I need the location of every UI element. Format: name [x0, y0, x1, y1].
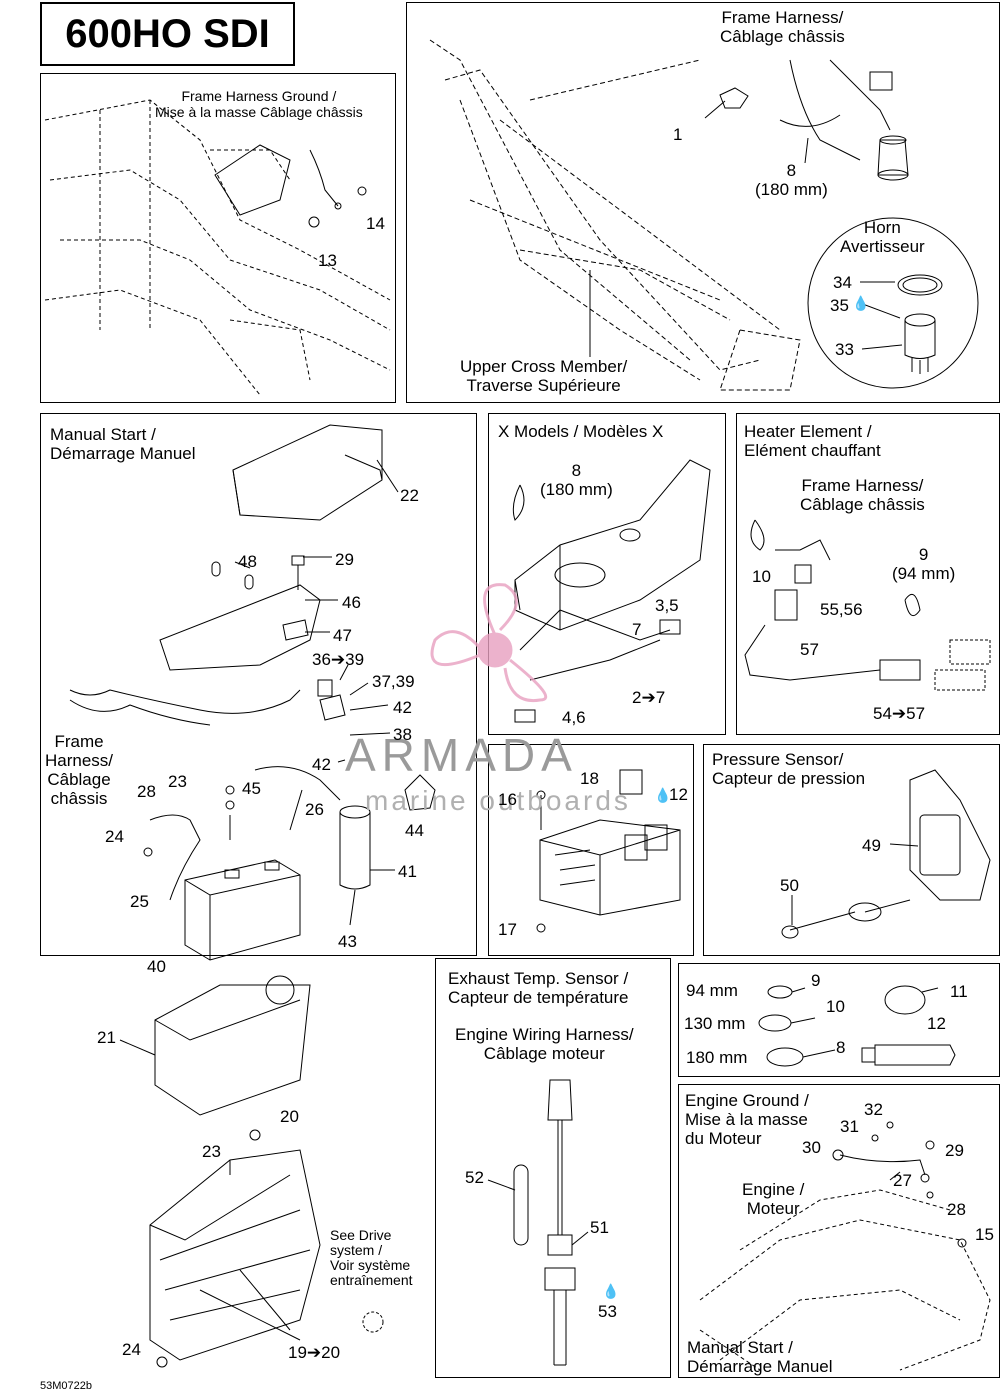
tie-180mm-label: 180 mm — [686, 1048, 748, 1067]
exhaust-part-51: 51 — [590, 1218, 609, 1237]
frame-harness-label: Frame Harness/ Câblage châssis — [720, 8, 845, 46]
part-25: 25 — [130, 892, 149, 911]
watermark-tagline: marine outboards — [365, 785, 631, 816]
engine-manual-start-label: Manual Start / Démarrage Manuel — [687, 1338, 833, 1376]
heater-frame-harness-label: Frame Harness/ Câblage châssis — [800, 476, 925, 514]
pressure-part-50: 50 — [780, 876, 799, 895]
tie-94mm-label: 94 mm — [686, 981, 738, 1000]
manual-start-label: Manual Start / Démarrage Manuel — [50, 425, 196, 463]
frame-ground-label: Frame Harness Ground / Mise à la masse C… — [155, 88, 363, 120]
watermark-logo-drawing — [430, 583, 548, 703]
tie-part-12: 12 — [927, 1014, 946, 1033]
doc-code: 53M0722b — [40, 1380, 92, 1392]
upper-cross-member-label: Upper Cross Member/ Traverse Supérieure — [460, 357, 628, 395]
panel-manual-start — [40, 413, 477, 956]
eg-part-27: 27 — [893, 1171, 912, 1190]
horn-label: Horn Avertisseur — [840, 218, 925, 256]
heater-part-55-56: 55,56 — [820, 600, 863, 619]
part-38: 38 — [393, 725, 412, 744]
drop-icon-fuse: 💧 — [654, 787, 672, 803]
eg-part-28: 28 — [947, 1200, 966, 1219]
eg-part-32: 32 — [864, 1100, 883, 1119]
x-part-4-6: 4,6 — [562, 708, 586, 727]
heater-part-9: 9 (94 mm) — [892, 545, 956, 583]
panel-pressure — [703, 744, 1000, 956]
engine-ground-label: Engine Ground / Mise à la masse du Moteu… — [685, 1091, 809, 1148]
part-24b: 24 — [122, 1340, 141, 1359]
panel-frame-ground — [40, 73, 396, 403]
part-22: 22 — [400, 486, 419, 505]
frame-harness-side-label: Frame Harness/ Câblage châssis — [45, 732, 114, 808]
part-37-39: 37,39 — [372, 672, 415, 691]
part-26: 26 — [305, 800, 324, 819]
part-33: 33 — [835, 340, 854, 359]
panel-exhaust — [435, 958, 671, 1378]
fuse-part-17: 17 — [498, 920, 517, 939]
part-14: 14 — [366, 214, 385, 233]
part-36-39: 36➔39 — [312, 650, 365, 669]
part-20: 20 — [280, 1107, 299, 1126]
part-46: 46 — [342, 593, 361, 612]
pressure-label: Pressure Sensor/ Capteur de pression — [712, 750, 866, 788]
watermark-brand: ARMADA — [345, 729, 578, 781]
x-part-2-7: 2➔7 — [632, 688, 666, 707]
part-13: 13 — [318, 251, 337, 270]
part-23b: 23 — [202, 1142, 221, 1161]
eg-part-31: 31 — [840, 1117, 859, 1136]
panel-x-models — [488, 413, 726, 735]
eg-part-29: 29 — [945, 1141, 964, 1160]
part-44: 44 — [405, 821, 424, 840]
eg-part-15: 15 — [975, 1225, 994, 1244]
heater-part-57: 57 — [800, 640, 819, 659]
part-21: 21 — [97, 1028, 116, 1047]
eg-part-30: 30 — [802, 1138, 821, 1157]
x-models-label: X Models / Modèles X — [498, 422, 664, 441]
x-part-3-5: 3,5 — [655, 596, 679, 615]
exhaust-label: Exhaust Temp. Sensor / Capteur de tempér… — [448, 969, 629, 1007]
part-1: 1 — [673, 125, 683, 144]
engine-label: Engine / Moteur — [742, 1180, 805, 1218]
drop-icon-exhaust: 💧 — [602, 1283, 620, 1299]
part-42a: 42 — [393, 698, 412, 717]
tie-part-8: 8 — [836, 1038, 846, 1057]
part-34: 34 — [833, 273, 852, 292]
heater-part-10: 10 — [752, 567, 771, 586]
x-part-7: 7 — [632, 620, 642, 639]
part-40: 40 — [147, 957, 166, 976]
part-42b: 42 — [312, 755, 331, 774]
panel-heater — [736, 413, 1000, 735]
tie-part-10: 10 — [826, 997, 845, 1016]
part-47: 47 — [333, 626, 352, 645]
tie-part-9: 9 — [811, 971, 821, 990]
exhaust-part-52: 52 — [465, 1168, 484, 1187]
part-29: 29 — [335, 550, 354, 569]
heater-part-54-57: 54➔57 — [873, 704, 926, 723]
drop-icon: 💧 — [852, 295, 870, 311]
fuse-part-18: 18 — [580, 769, 599, 788]
part-48: 48 — [238, 552, 257, 571]
page-title: 600HO SDI — [40, 2, 295, 66]
part-35: 35 — [830, 296, 849, 315]
tie-part-11: 11 — [950, 982, 968, 1001]
see-drive-label: See Drive system / Voir système entraîne… — [330, 1227, 413, 1288]
pressure-part-49: 49 — [862, 836, 881, 855]
panel-ties — [678, 963, 1000, 1077]
part-28: 28 — [137, 782, 156, 801]
x-part-8: 8 (180 mm) — [540, 461, 613, 499]
fuse-part-16: 16 — [498, 790, 517, 809]
engine-wiring-harness-label: Engine Wiring Harness/ Câblage moteur — [455, 1025, 634, 1063]
tie-130mm-label: 130 mm — [684, 1014, 746, 1033]
part-24a: 24 — [105, 827, 124, 846]
part-8-180mm: 8 (180 mm) — [755, 161, 828, 199]
part-19-20: 19➔20 — [288, 1343, 341, 1362]
heater-label: Heater Element / Elément chauffant — [744, 422, 881, 460]
panel-frame-harness — [406, 2, 1000, 403]
part-41: 41 — [398, 862, 417, 881]
exhaust-part-53: 53 — [598, 1302, 617, 1321]
part-23a: 23 — [168, 772, 187, 791]
part-43: 43 — [338, 932, 357, 951]
fuse-part-12: 12 — [669, 785, 688, 804]
part-45: 45 — [242, 779, 261, 798]
